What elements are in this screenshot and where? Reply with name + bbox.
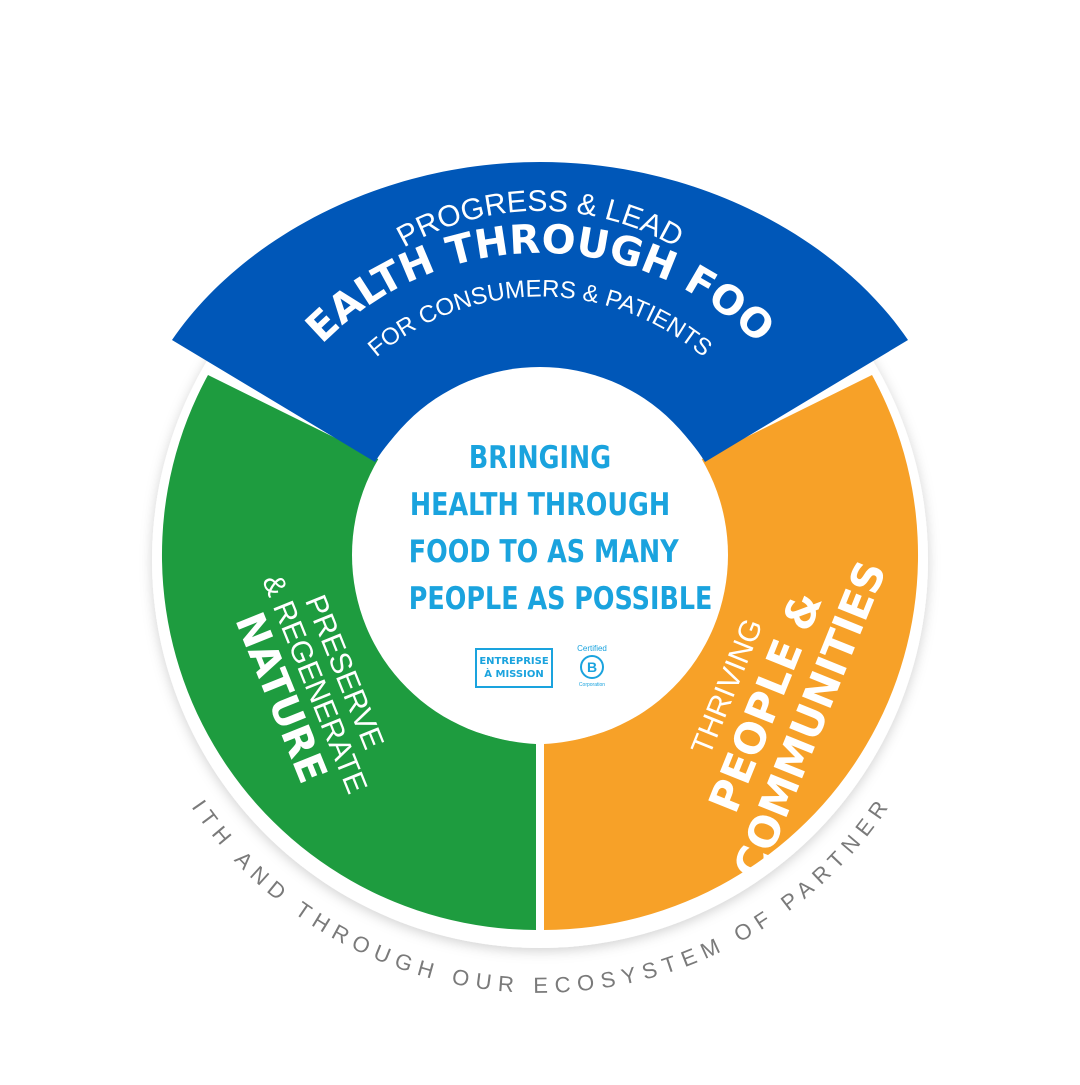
mission-badge-line2: À MISSION <box>484 669 544 680</box>
bcorp-certified-text: Certified <box>577 644 607 653</box>
b-corp-badge: Certified B Corporation <box>572 644 612 696</box>
segment-right <box>544 375 919 930</box>
center-line-4: PEOPLE AS POSSIBLE <box>408 581 713 617</box>
center-line-2: HEALTH THROUGH <box>409 487 671 523</box>
segment-top <box>172 162 908 462</box>
entreprise-a-mission-badge: ENTREPRISE À MISSION <box>475 648 553 688</box>
center-line-1: BRINGING <box>468 440 612 476</box>
bcorp-b-icon: B <box>580 655 604 679</box>
segment-left <box>161 375 536 930</box>
mission-badge-line1: ENTREPRISE <box>479 656 549 667</box>
center-circle <box>352 367 728 743</box>
center-line-3: FOOD TO AS MANY <box>408 534 679 570</box>
bcorp-corporation-text: Corporation <box>578 682 606 688</box>
